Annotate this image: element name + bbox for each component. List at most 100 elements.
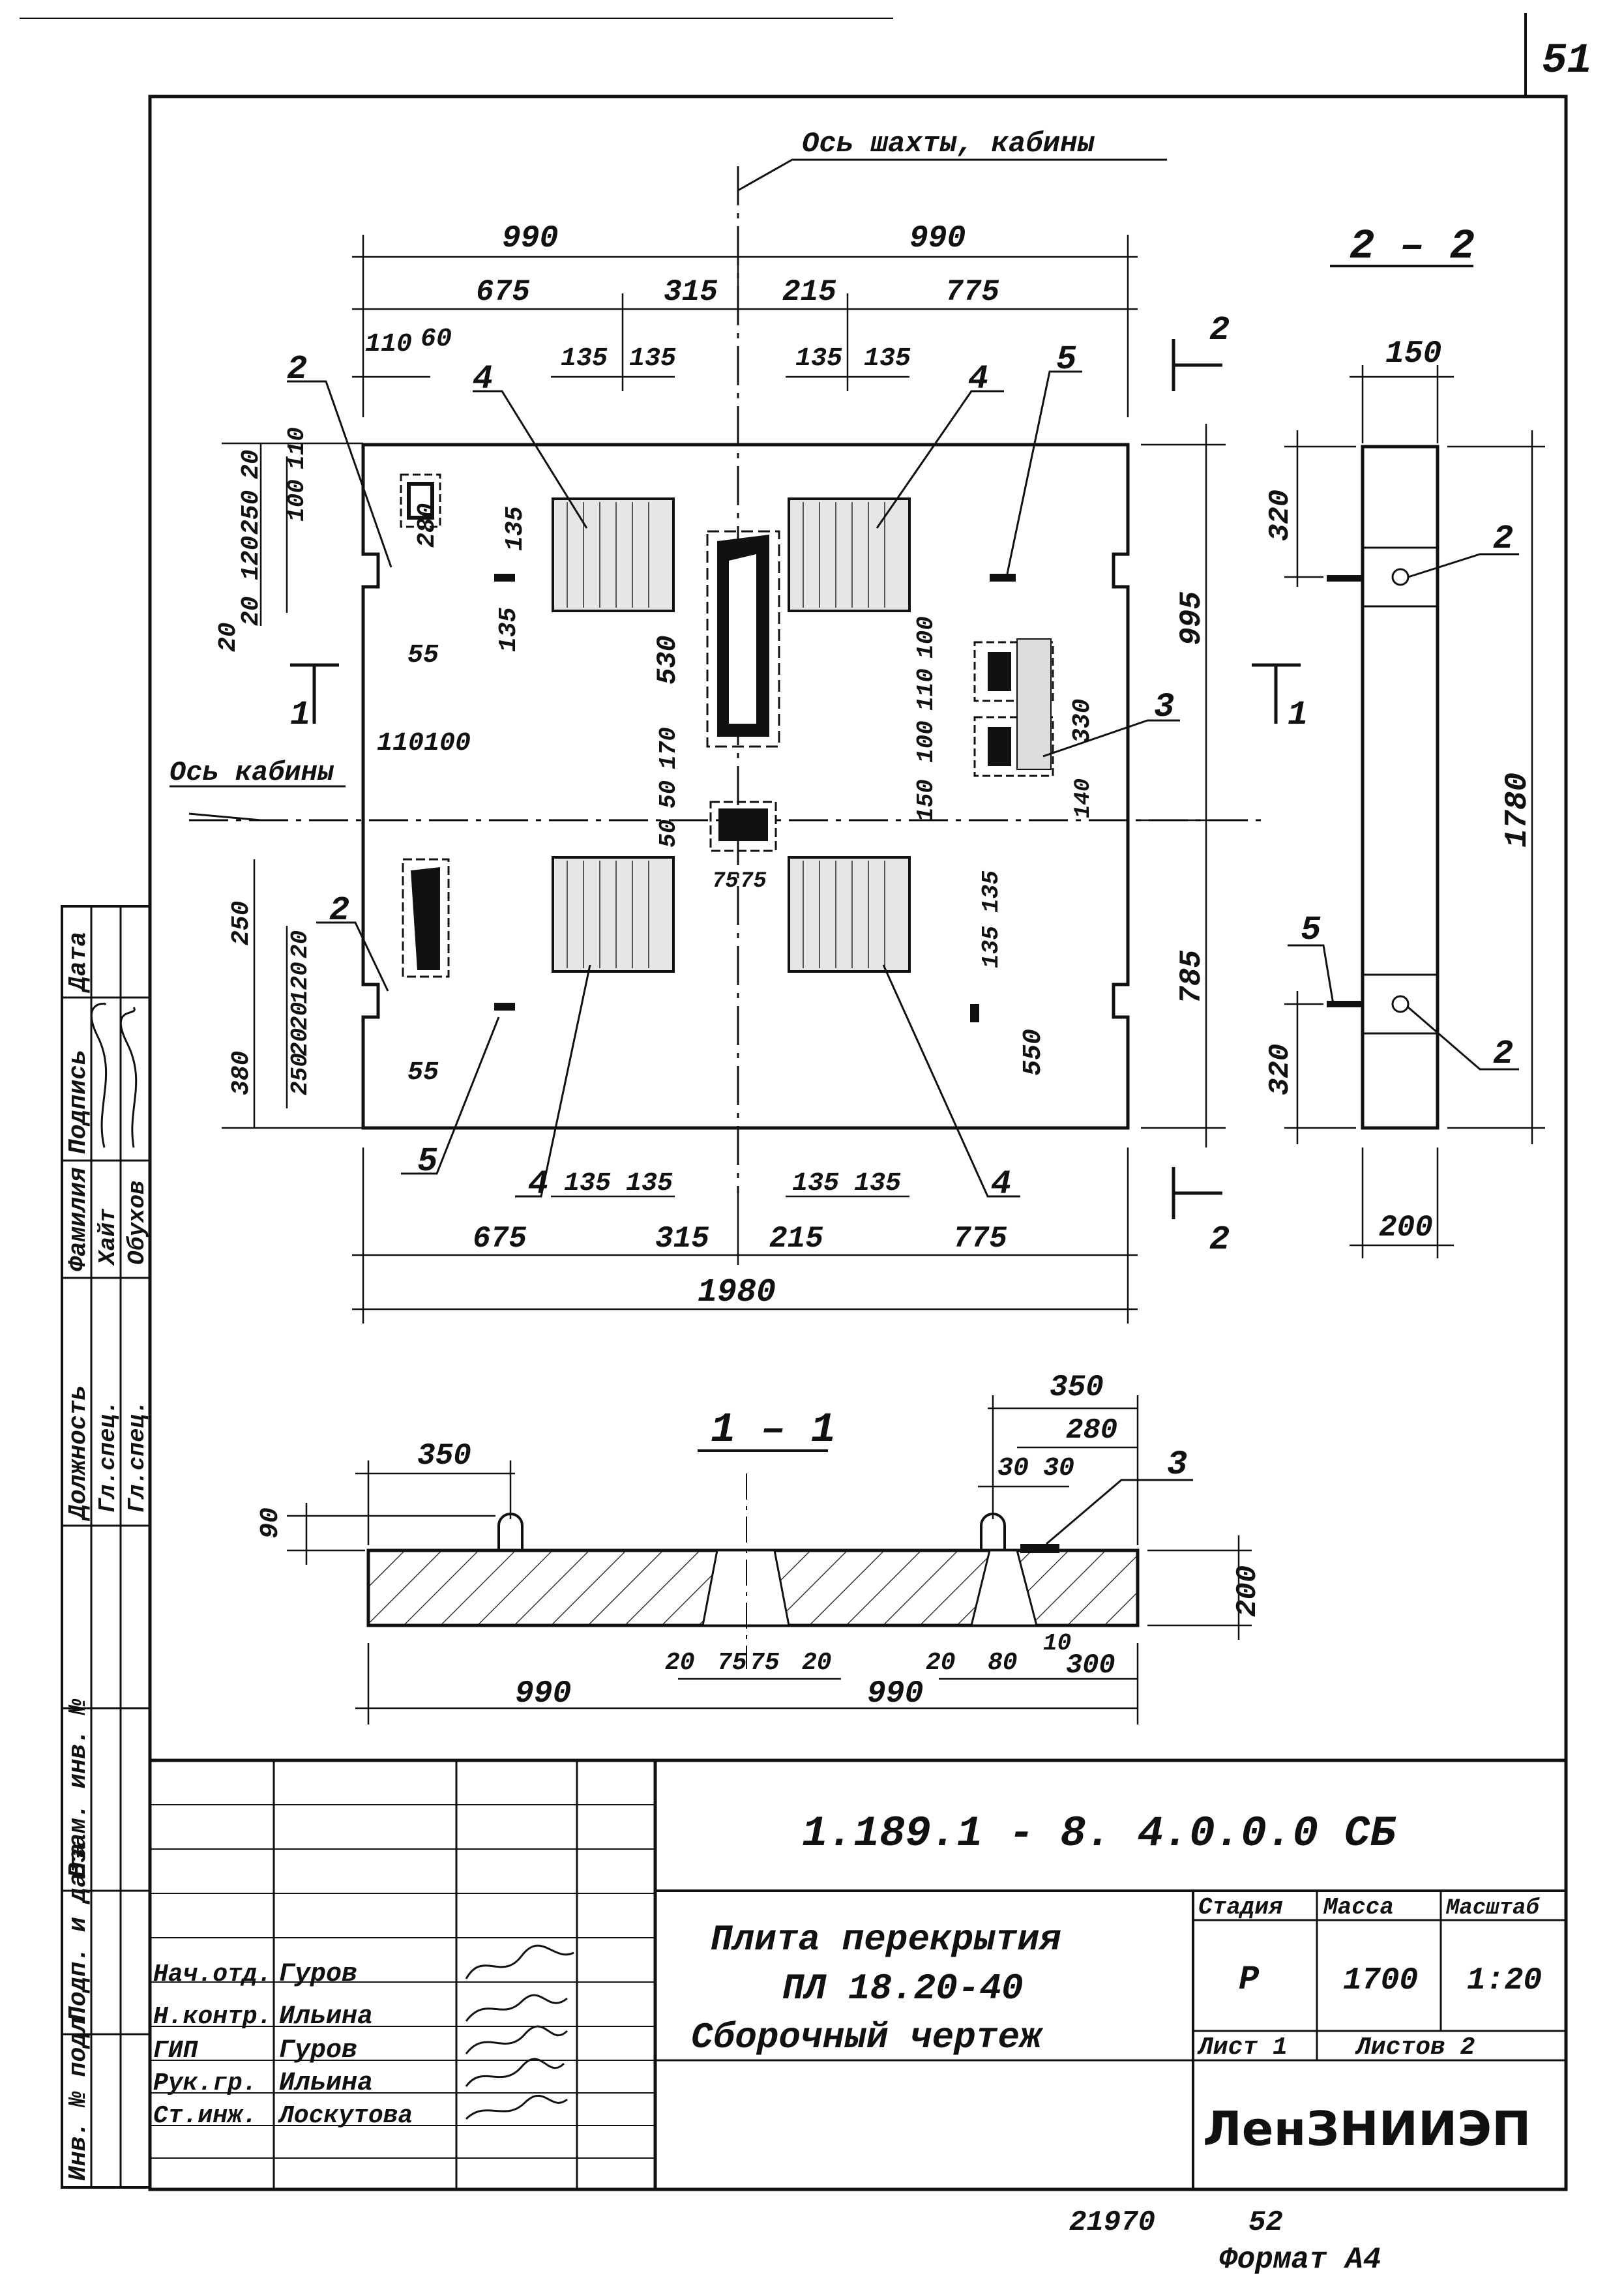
dim-in-50a: 50: [655, 780, 682, 808]
dim-775: 775: [945, 275, 999, 309]
section-1-leader-3: [1046, 1479, 1193, 1545]
section-1-dim-280: 280: [1066, 1414, 1117, 1447]
dim-l-100: 100: [284, 479, 310, 522]
staff-name-5: Лоскутова: [278, 2102, 413, 2130]
section-1-dim-30b: 30: [1043, 1454, 1074, 1483]
section-2-dims: [1284, 365, 1545, 1258]
stamp-label-replacement: Взам. инв. №: [65, 1698, 93, 1878]
dim-1980: 1980: [698, 1274, 776, 1311]
dim-60: 60: [421, 325, 452, 354]
embedded-plate-bottom-right: [788, 856, 911, 973]
footer-page: 52: [1248, 2206, 1283, 2239]
callout-3: 3: [1154, 688, 1174, 726]
section-2-dim-320-top: 320: [1264, 490, 1297, 541]
staff-name-1: Гуров: [279, 1960, 357, 1989]
dim-in-110: 110: [913, 668, 939, 711]
small-opening-frame: [709, 801, 777, 852]
signature-5: [465, 2094, 568, 2120]
product-name-line-2: ПЛ 18.20-40: [782, 1968, 1024, 2009]
dim-b-215: 215: [769, 1222, 823, 1256]
section-1-dim-30a: 30: [997, 1454, 1029, 1483]
lifting-loop-top-left-ring: [407, 482, 434, 520]
stamp-row1-surname: Хайт: [95, 1208, 121, 1266]
bottom-dimension-lines: [352, 1148, 1138, 1324]
section-2-hole-top: [1391, 568, 1410, 586]
dim-in-150: 150: [913, 779, 939, 822]
section-1-dim-90: 90: [256, 1507, 286, 1539]
dim-top-left-990: 990: [502, 221, 558, 256]
dim-in-135c: 135: [978, 870, 1005, 913]
product-name-line-3: Сборочный чертеж: [691, 2017, 1044, 2058]
staff-role-2: Н.контр.: [153, 2003, 272, 2031]
dim-b-775: 775: [953, 1222, 1007, 1256]
section-1-dim-990-left: 990: [515, 1676, 571, 1711]
section-1-dim-20a: 20: [665, 1649, 695, 1677]
small-opening: [718, 808, 768, 841]
right-dimension-lines: [1141, 424, 1226, 1148]
dim-lb-55: 55: [407, 1058, 439, 1088]
section-1-loop-right: [980, 1513, 1006, 1550]
side-stamp-frame: [61, 905, 151, 2189]
dim-135-c: 135: [795, 344, 842, 374]
staff-role-5: Ст.инж.: [153, 2102, 258, 2130]
lifting-loop-right-lower: [973, 716, 1054, 777]
section-2-2: 2 – 2 150 320 1780 320 20: [1264, 224, 1545, 1258]
dim-215: 215: [782, 275, 836, 309]
section-1-dims: [287, 1395, 1252, 1725]
stamp-col-signature: Подпись: [65, 1050, 93, 1154]
section-2-hole-bottom: [1391, 995, 1410, 1013]
dim-l-110b: 110: [377, 729, 424, 758]
footer-format: Формат А4: [1219, 2243, 1381, 2277]
section-1-title: 1 – 1: [711, 1407, 836, 1454]
stamp-signature-2: [119, 1007, 138, 1148]
central-opening-void: [729, 554, 756, 724]
dim-lb-120: 120: [287, 962, 314, 1004]
dim-l-110: 110: [284, 427, 310, 469]
callout-5-top: 5: [1056, 340, 1076, 379]
section-2-callout-5: 5: [1301, 911, 1321, 949]
central-opening-frame: [706, 530, 780, 748]
cabin-axis-label: Ось кабины: [170, 757, 334, 788]
callout-5-bottom: 5: [417, 1142, 437, 1181]
dim-l-100b: 100: [424, 729, 471, 758]
sheet-number: Лист 1: [1197, 2034, 1288, 2062]
embed-5-b: [990, 574, 1016, 582]
stage-header: Стадия: [1198, 1894, 1283, 1921]
section-1-dim-200: 200: [1232, 1565, 1264, 1617]
signature-3: [465, 2025, 568, 2054]
dim-b-135-b: 135: [626, 1169, 673, 1198]
dim-995: 995: [1175, 591, 1209, 645]
callout-4-bottom-right: 4: [991, 1165, 1011, 1204]
dim-in-75a: 75: [712, 869, 739, 894]
section-mark-1-left: 1: [290, 696, 310, 734]
signature-1: [465, 1944, 574, 1979]
dim-lb-20c: 20: [287, 1028, 314, 1056]
dim-in-280: 280: [413, 503, 441, 548]
stamp-col-position: Должность: [65, 1385, 93, 1522]
staff-name-3: Гуров: [279, 2036, 357, 2066]
slab-outline: [361, 443, 1130, 1130]
section-2-dim-1780: 1780: [1500, 773, 1535, 848]
signature-4: [465, 2058, 565, 2087]
stamp-label-signature-date: Подп. и дата: [65, 1843, 93, 2021]
section-1-opening-center: [701, 1549, 790, 1627]
dim-135-a: 135: [561, 344, 608, 374]
staff-role-4: Рук.гр.: [153, 2069, 258, 2097]
stamp-label-inventory: Инв. № подл.: [65, 2002, 93, 2181]
section-1-dim-75b: 75: [750, 1649, 780, 1677]
dim-l-20c: 20: [214, 622, 243, 652]
section-mark-2-top: 2: [1209, 311, 1230, 349]
shaft-axis-label: Ось шахты, кабины: [802, 128, 1095, 160]
stamp-signature-1: [90, 1002, 108, 1148]
dim-lb-380: 380: [228, 1051, 256, 1095]
embedded-plate-bottom-left: [552, 856, 675, 973]
dim-b-675: 675: [473, 1222, 527, 1256]
callout-2-bottom: 2: [329, 891, 349, 930]
embed-5-c: [494, 1003, 515, 1011]
dim-in-550: 550: [1019, 1029, 1048, 1076]
dim-l-20: 20: [237, 449, 265, 479]
dim-785: 785: [1175, 950, 1209, 1004]
section-2-body: [1361, 445, 1439, 1130]
page-number: 51: [1542, 38, 1592, 85]
